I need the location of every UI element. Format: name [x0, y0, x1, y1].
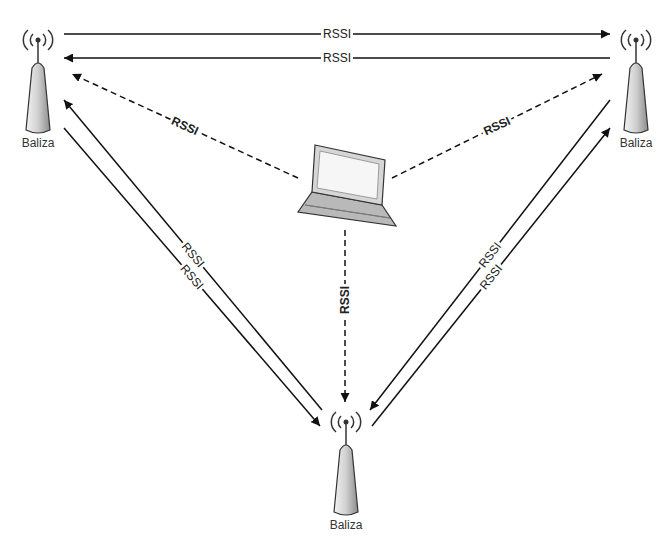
beacon-node: Baliza — [320, 410, 372, 533]
beacon-icon — [12, 28, 64, 136]
rssi-connector — [64, 128, 320, 426]
beacon-label: Baliza — [12, 136, 64, 151]
beacon-icon — [610, 28, 662, 136]
edge-label: RSSI — [321, 51, 353, 65]
signal-label: RSSI — [338, 284, 352, 316]
beacon-node: Baliza — [610, 28, 662, 151]
connector-group — [64, 34, 610, 426]
signal-label: RSSI — [480, 113, 515, 139]
rssi-connector — [370, 100, 610, 410]
edge-label: RSSI — [321, 27, 353, 41]
rssi-connector — [64, 100, 322, 410]
rssi-connector — [372, 128, 610, 426]
laptop-icon — [298, 145, 396, 226]
beacon-label: Baliza — [610, 136, 662, 151]
dashed-arrow — [72, 74, 298, 178]
signal-label: RSSI — [168, 113, 203, 139]
beacon-node: Baliza — [12, 28, 64, 151]
dashed-arrow — [392, 74, 602, 178]
beacon-label: Baliza — [320, 518, 372, 533]
beacon-icon — [320, 410, 372, 518]
